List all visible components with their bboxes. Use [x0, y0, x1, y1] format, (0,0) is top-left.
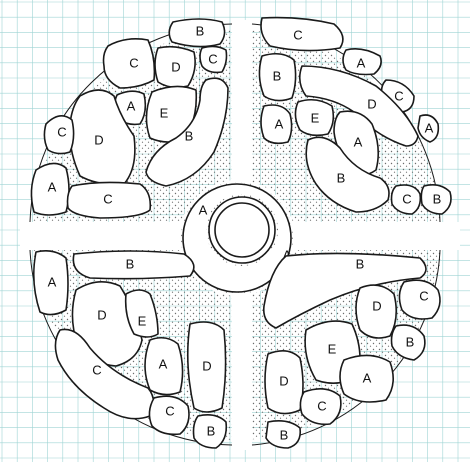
block-label: D [279, 374, 288, 389]
block-label: B [185, 129, 194, 144]
block-label: D [94, 133, 103, 148]
block-label: D [367, 97, 376, 112]
block-label: C [57, 125, 66, 140]
block-label: A [48, 275, 57, 290]
block-label: A [354, 135, 363, 150]
block-label: E [138, 314, 147, 329]
block-label: A [48, 180, 57, 195]
block-label: C [394, 89, 403, 104]
block-label: C [103, 192, 112, 207]
block-label: A [357, 56, 366, 71]
block-label: D [171, 60, 180, 75]
block-label: B [433, 192, 442, 207]
block-label: E [160, 106, 169, 121]
block-label: B [196, 24, 205, 39]
block-label: C [402, 192, 411, 207]
block-label: A [159, 357, 168, 372]
block-label: C [92, 363, 101, 378]
block-label: B [126, 257, 135, 272]
block-label: A [363, 371, 372, 386]
block-label: A [275, 117, 284, 132]
block-label: E [328, 342, 337, 357]
block-label: C [208, 52, 217, 67]
block-label: C [293, 28, 302, 43]
block-label: B [207, 424, 216, 439]
block-label: B [356, 257, 365, 272]
block-label: B [406, 335, 415, 350]
block-label: D [97, 308, 106, 323]
block-label: C [165, 404, 174, 419]
block-label: B [280, 428, 289, 443]
block-label: A [127, 99, 136, 114]
block-label: D [372, 299, 381, 314]
block-label: B [337, 171, 346, 186]
block-label: E [311, 111, 320, 126]
block-label: C [129, 56, 138, 71]
block-label: B [273, 69, 282, 84]
block-label: C [419, 289, 428, 304]
block-label: D [202, 359, 211, 374]
block-label: A [425, 121, 434, 136]
ring-label: A [199, 203, 208, 218]
block-label: C [317, 399, 326, 414]
